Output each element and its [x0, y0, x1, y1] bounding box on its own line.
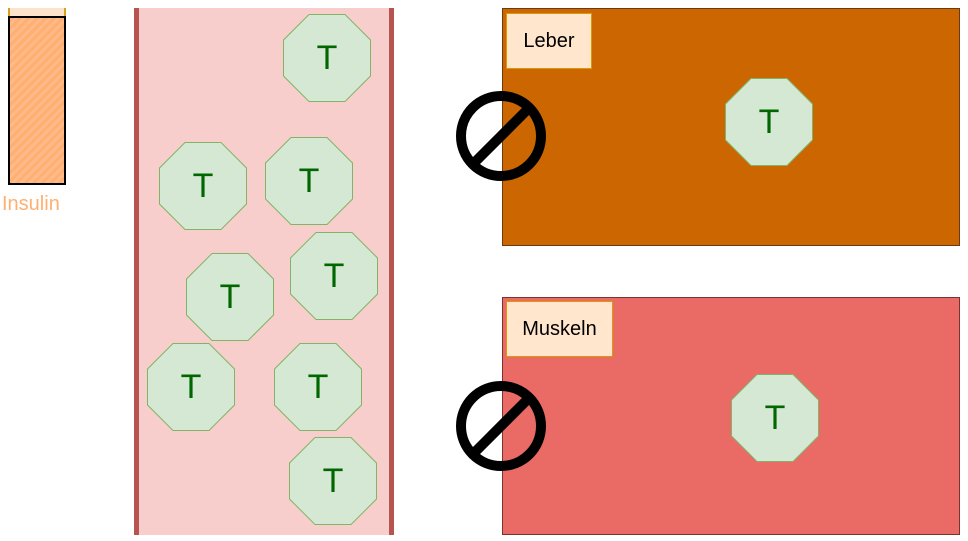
glucose-token: T — [725, 78, 813, 166]
glucose-token: T — [731, 374, 819, 462]
glucose-token: T — [159, 142, 247, 230]
glucose-token: T — [290, 232, 378, 320]
glucose-token: T — [283, 14, 371, 102]
token-label: T — [266, 138, 352, 224]
glucose-token: T — [265, 137, 353, 225]
token-label: T — [160, 143, 246, 229]
liver-label: Leber — [506, 13, 592, 69]
glucose-token: T — [186, 253, 274, 341]
muscle-label: Muskeln — [506, 301, 613, 357]
token-label: T — [291, 233, 377, 319]
token-label: T — [726, 79, 812, 165]
insulin-level-cap — [8, 8, 66, 16]
token-label: T — [290, 438, 376, 524]
insulin-bar — [8, 16, 66, 185]
prohibition-icon — [456, 91, 546, 181]
token-label: T — [732, 375, 818, 461]
token-label: T — [275, 344, 361, 430]
insulin-label: Insulin — [2, 193, 60, 215]
token-label: T — [148, 344, 234, 430]
prohibition-icon — [456, 381, 546, 471]
glucose-token: T — [289, 437, 377, 525]
token-label: T — [187, 254, 273, 340]
glucose-token: T — [274, 343, 362, 431]
token-label: T — [284, 15, 370, 101]
glucose-token: T — [147, 343, 235, 431]
